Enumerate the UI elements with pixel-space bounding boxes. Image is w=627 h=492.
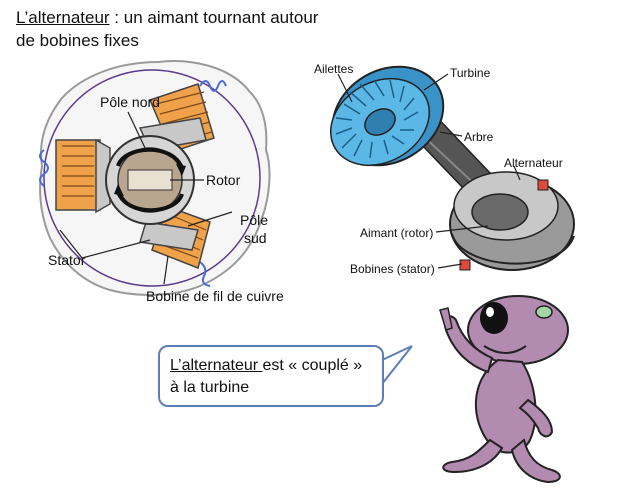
alternator-inner bbox=[471, 193, 529, 231]
rotation-arrow-bottom bbox=[116, 191, 184, 213]
page-title: L’alternateur : un aimant tournant autou… bbox=[16, 6, 346, 52]
label-turbine: Turbine bbox=[450, 66, 491, 80]
alternator-marker-2 bbox=[459, 259, 471, 271]
alien-leg-left bbox=[442, 438, 504, 474]
coil-left bbox=[55, 139, 101, 211]
alien-smile bbox=[483, 345, 527, 354]
label-copper-coil: Bobine de fil de cuivre bbox=[146, 288, 284, 304]
label-rotor: Rotor bbox=[206, 172, 241, 188]
alternator-cross-section bbox=[39, 60, 271, 296]
alien-arm-right bbox=[518, 398, 554, 438]
pole-shoe-bottom bbox=[139, 221, 199, 251]
title-rest: : un aimant tournant autour bbox=[109, 8, 319, 27]
alien-body bbox=[474, 358, 537, 454]
speech-bubble: L’alternateur est « couplé » à la turbin… bbox=[158, 345, 384, 407]
bubble-rest: est « couplé » bbox=[262, 357, 363, 374]
speech-bubble-tail bbox=[381, 345, 413, 387]
alien-finger bbox=[439, 307, 453, 331]
label-south-pole-1: Pôle bbox=[240, 212, 269, 228]
rotation-arrow-top bbox=[116, 147, 184, 169]
label-north-pole: Pôle nord bbox=[100, 94, 160, 110]
alternator-marker-1 bbox=[537, 179, 549, 191]
title-underlined-word: L’alternateur bbox=[16, 8, 110, 27]
label-shaft: Arbre bbox=[464, 130, 494, 144]
alternator-lower-rim bbox=[451, 233, 575, 265]
stator-ring bbox=[43, 69, 261, 287]
alien-eye-right bbox=[535, 305, 553, 319]
label-blades: Ailettes bbox=[314, 62, 354, 76]
wire-squiggle-2 bbox=[39, 149, 49, 187]
alien-character bbox=[439, 295, 569, 484]
alien-eye-left bbox=[480, 302, 508, 334]
turbine-assembly bbox=[329, 65, 575, 271]
wire-squiggle-1 bbox=[199, 80, 227, 92]
wire-squiggle-3 bbox=[199, 261, 211, 287]
label-magnet-rotor: Aimant (rotor) bbox=[360, 226, 434, 240]
label-alternator: Alternateur bbox=[504, 156, 563, 170]
bubble-line2: à la turbine bbox=[170, 379, 250, 396]
alien-leg-right bbox=[510, 438, 561, 484]
label-stator: Stator bbox=[48, 252, 86, 268]
turbine-blades bbox=[335, 79, 419, 159]
turbine-hub bbox=[364, 108, 396, 136]
label-coils-stator: Bobines (stator) bbox=[350, 262, 435, 276]
bubble-underlined-word: L’alternateur bbox=[170, 357, 263, 374]
label-south-pole-2: sud bbox=[244, 230, 267, 246]
title-line2: de bobines fixes bbox=[16, 31, 139, 50]
pole-shoe-left bbox=[95, 138, 111, 214]
rotor-magnet bbox=[127, 169, 173, 191]
